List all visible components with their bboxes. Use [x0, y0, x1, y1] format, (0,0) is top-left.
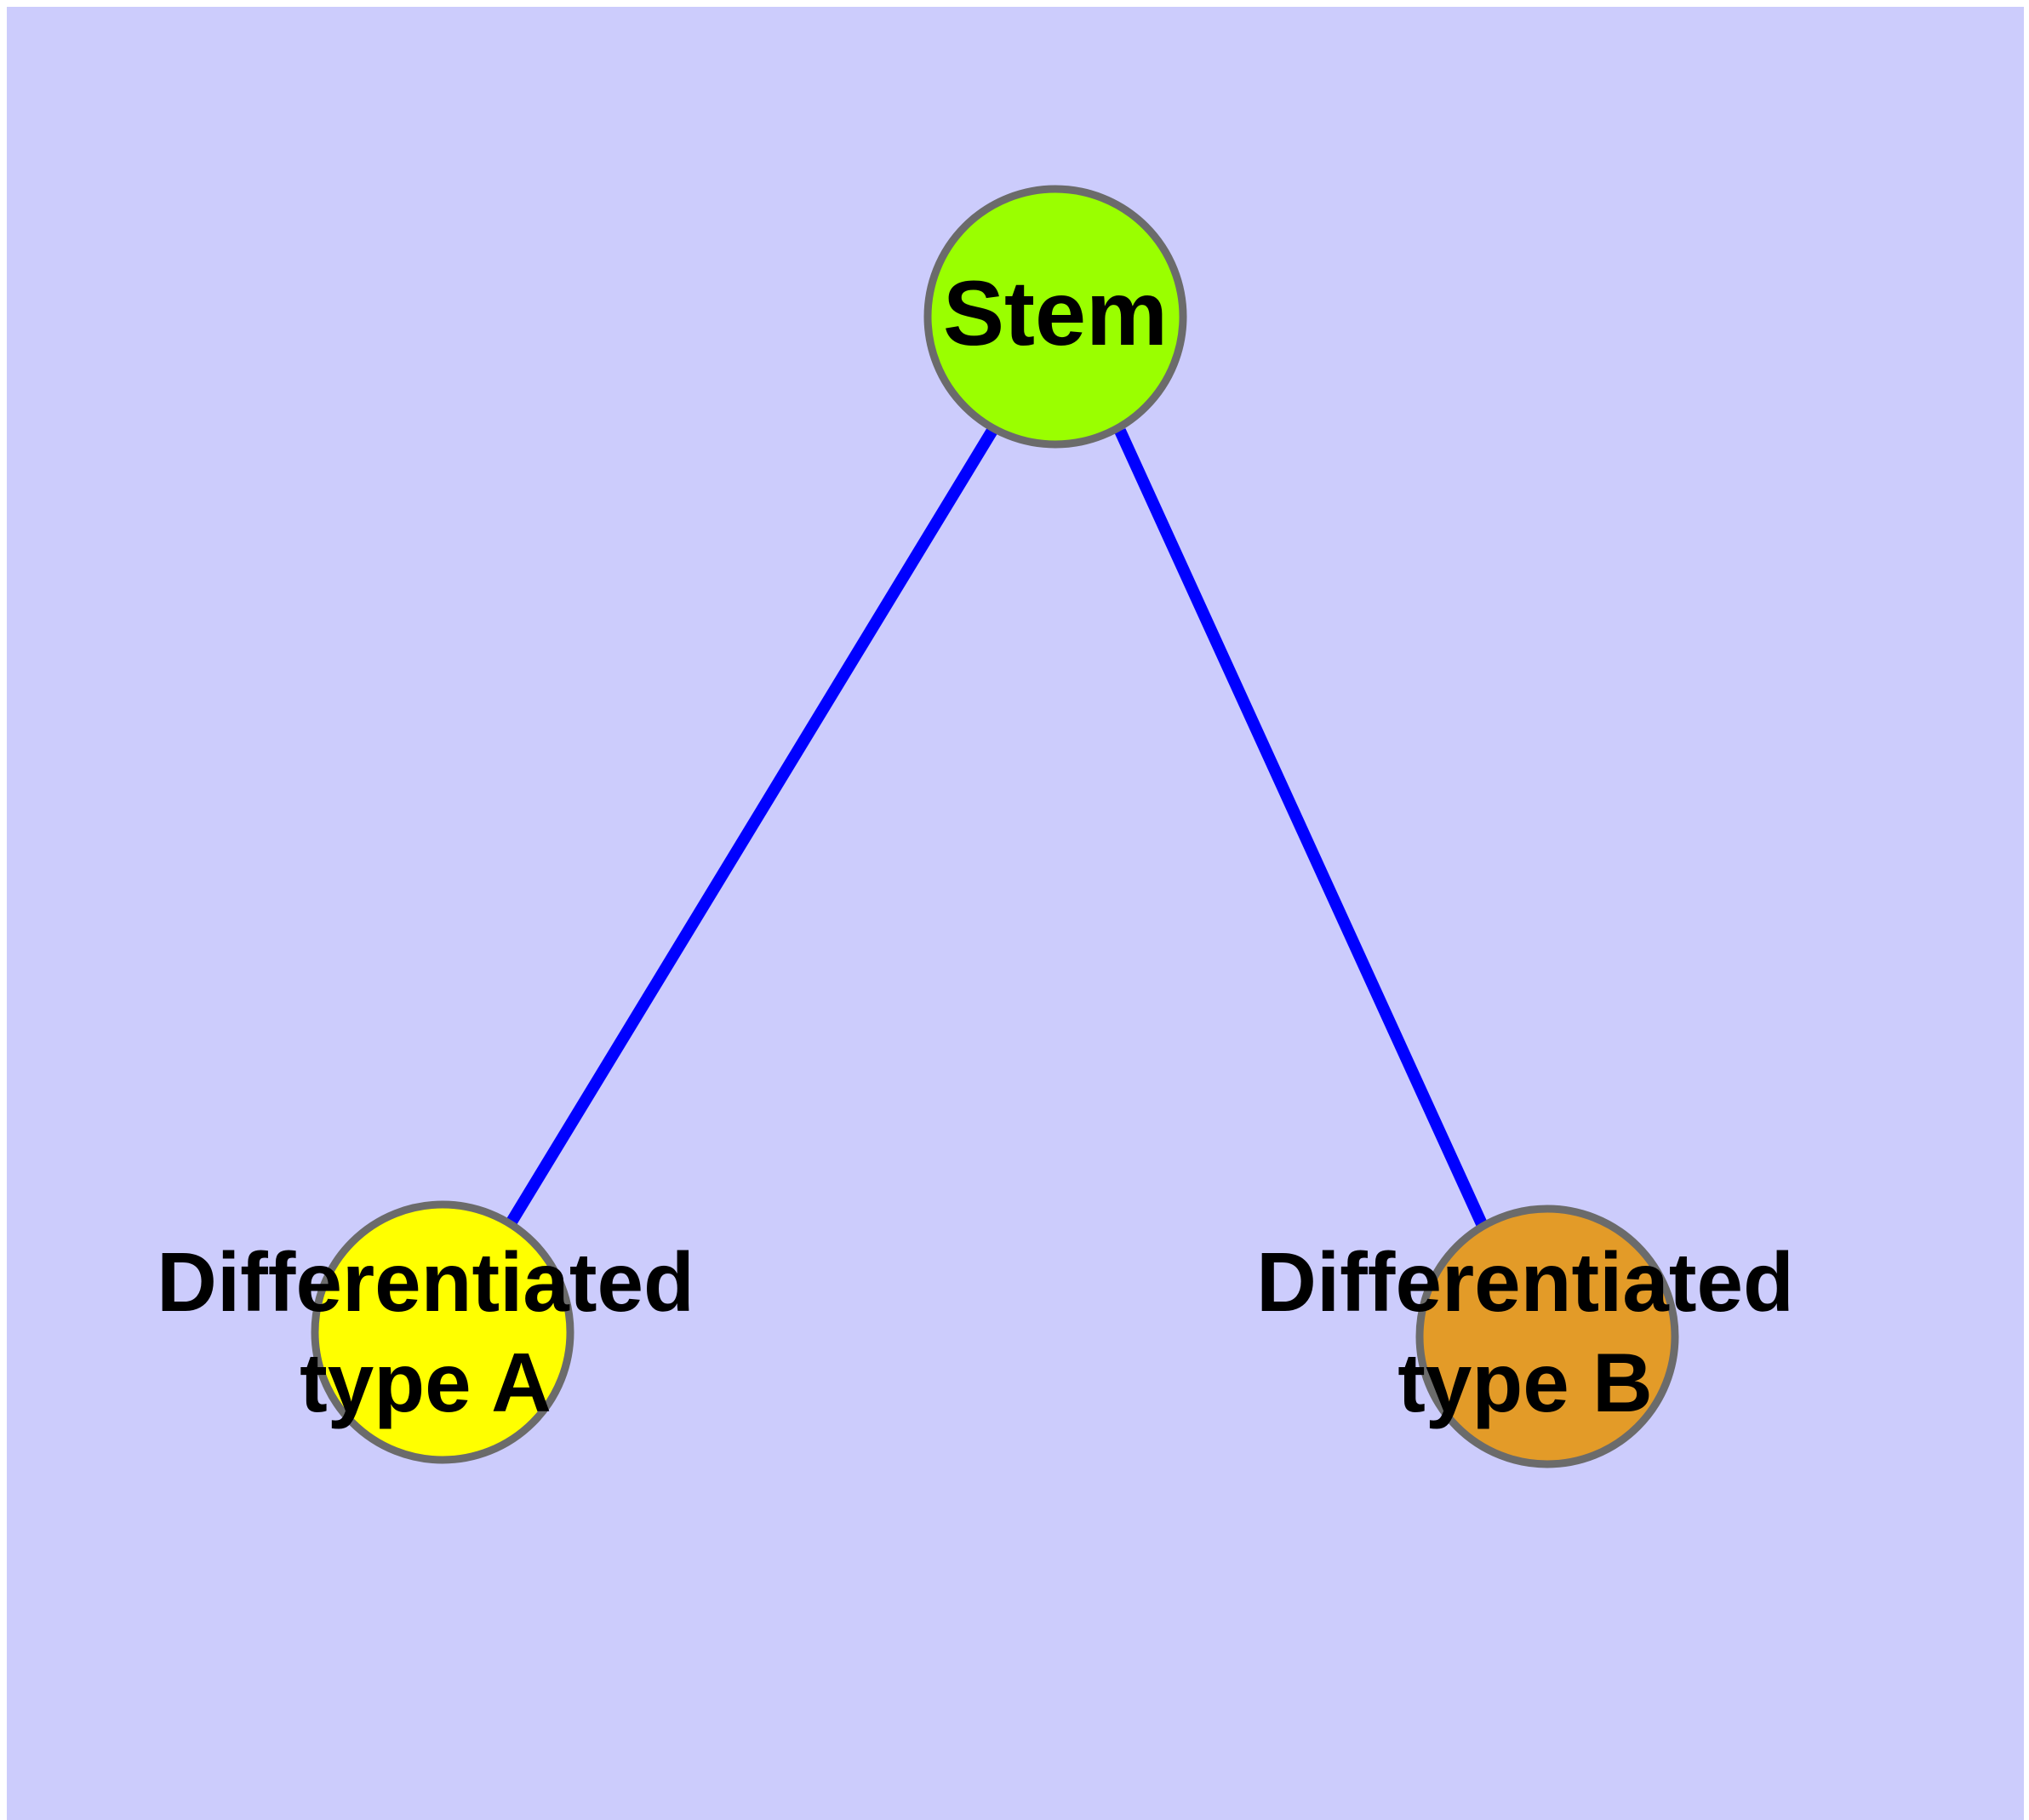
label-line: Differentiated [1256, 1235, 1794, 1329]
differentiated-type-a-node-circle[interactable] [311, 1200, 574, 1464]
edge-stem-to-differentiated-type-b[interactable] [1114, 428, 1489, 1228]
label-line: type A [300, 1336, 552, 1429]
label-line: type B [1397, 1336, 1653, 1429]
stem-node-circle[interactable] [923, 185, 1187, 449]
stem-node-label: Stem [943, 261, 1168, 364]
label-line: Differentiated [157, 1235, 694, 1329]
edge-stem-to-differentiated-type-a[interactable] [506, 426, 998, 1227]
edge-layer [506, 426, 1489, 1228]
node-stem[interactable]: Stem [923, 185, 1187, 449]
differentiated-type-b-node-circle[interactable] [1415, 1205, 1679, 1468]
